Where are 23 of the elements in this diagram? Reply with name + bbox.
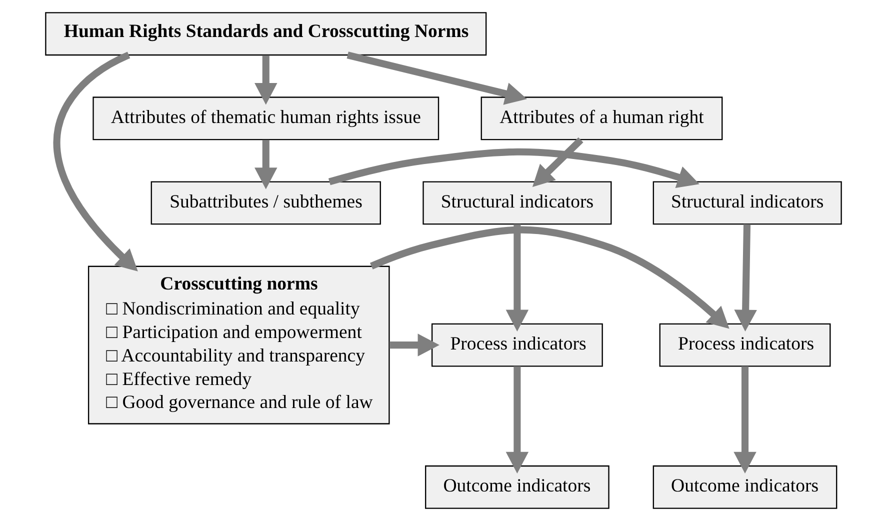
arrow (254, 55, 278, 105)
arrow (328, 148, 700, 188)
arrow (254, 140, 278, 190)
node-box: Subattributes / subthemes (150, 181, 381, 225)
node-box: Process indicators (431, 323, 603, 367)
arrow (506, 366, 529, 474)
node-box: Process indicators (659, 323, 831, 367)
node-box: Crosscutting norms □ Nondiscrimination and equality □ Participation and empowerment □ Accountability and transparency □ Effective remedy □ Good governance and rule of law (88, 266, 390, 424)
arrow (734, 366, 756, 474)
node-box: Structural indicators (422, 181, 612, 225)
node-box: Outcome indicators (425, 465, 610, 509)
arrow (532, 137, 584, 187)
arrow (346, 52, 527, 105)
node-box: Attributes of thematic human rights issue (92, 96, 440, 140)
node-box: Structural indicators (652, 181, 842, 225)
arrow (389, 334, 440, 356)
arrow (734, 224, 757, 332)
arrow (506, 224, 529, 332)
node-box: Attributes of a human right (480, 96, 723, 140)
node-box: Outcome indicators (652, 465, 838, 509)
arrow (370, 226, 730, 329)
node-box: Human Rights Standards and Crosscutting Norms (45, 12, 487, 56)
arrow (53, 52, 138, 272)
